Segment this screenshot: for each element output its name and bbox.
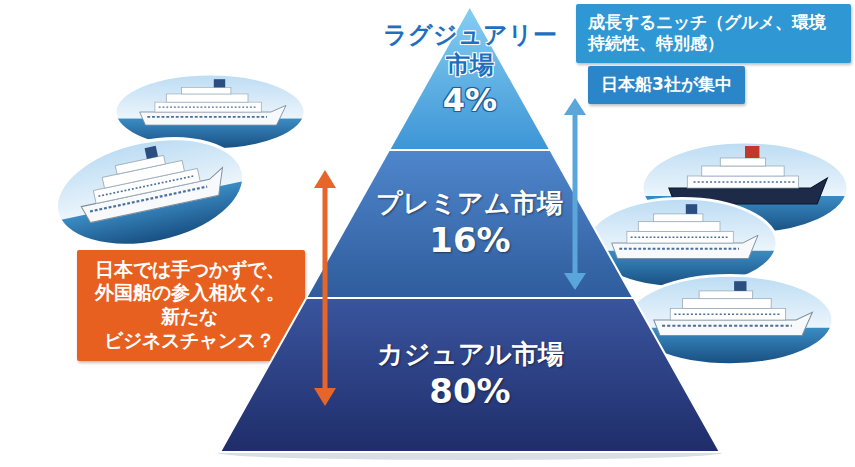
japan-ships-callout: 日本船3社が集中 bbox=[588, 66, 745, 104]
callout-text: 日本船3社が集中 bbox=[600, 74, 733, 95]
ship-photo bbox=[47, 123, 254, 264]
callout-text: 成長するニッチ（グルメ、環境 持続性、特別感） bbox=[588, 12, 836, 55]
market-name: プレミアム市場 bbox=[376, 187, 563, 220]
band-fill bbox=[306, 150, 633, 298]
market-share: 4% bbox=[443, 80, 497, 120]
market-share: 80% bbox=[429, 370, 510, 413]
market-name: カジュアル市場 bbox=[377, 338, 564, 371]
casual-band: カジュアル市場80% bbox=[220, 298, 720, 452]
premium-band: プレミアム市場16% bbox=[306, 150, 633, 298]
niche-callout: 成長するニッチ（グルメ、環境 持続性、特別感） bbox=[576, 4, 851, 63]
range-arrow bbox=[564, 98, 586, 290]
callout-text: 日本では手つかずで、 外国船の参入相次ぐ。 新たな ビジネスチャンス？ bbox=[89, 258, 290, 353]
opportunity-callout: 日本では手つかずで、 外国船の参入相次ぐ。 新たな ビジネスチャンス？ bbox=[77, 250, 305, 361]
ship-photo bbox=[115, 74, 305, 151]
market-name: ラグジュアリー 市場 bbox=[381, 20, 559, 80]
band-fill bbox=[220, 298, 720, 452]
luxury-band: ラグジュアリー 市場4% bbox=[389, 6, 550, 150]
market-share: 16% bbox=[429, 219, 510, 262]
range-arrow bbox=[314, 170, 336, 406]
